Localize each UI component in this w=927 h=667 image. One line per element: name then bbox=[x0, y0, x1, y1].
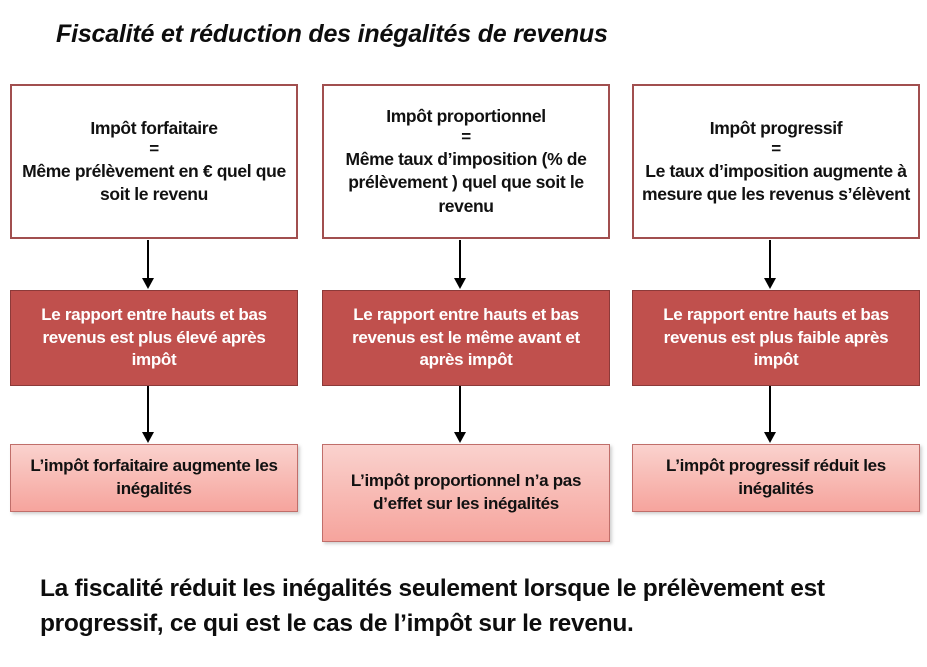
page-title: Fiscalité et réduction des inégalités de… bbox=[56, 20, 608, 48]
definition-equals-proportionnel: = bbox=[461, 127, 471, 147]
arrow-head-icon bbox=[764, 278, 776, 289]
definition-title-progressif: Impôt progressif bbox=[709, 117, 843, 138]
definition-title-proportionnel: Impôt proportionnel bbox=[386, 106, 546, 127]
effect-box-proportionnel: L’impôt proportionnel n’a pas d’effet su… bbox=[322, 444, 610, 542]
arrow-down-result-effect-proportionnel bbox=[452, 386, 468, 444]
definition-box-forfaitaire: Impôt forfaitaire = Même prélèvement en … bbox=[10, 84, 298, 239]
effect-text-progressif: L’impôt progressif réduit les inégalités bbox=[666, 456, 886, 498]
effect-box-forfaitaire: L’impôt forfaitaire augmente les inégali… bbox=[10, 444, 298, 512]
arrow-shaft bbox=[459, 386, 461, 433]
arrow-head-icon bbox=[142, 278, 154, 289]
arrow-head-icon bbox=[142, 432, 154, 443]
arrow-shaft bbox=[147, 386, 149, 433]
result-text-forfaitaire: Le rapport entre hauts et bas revenus es… bbox=[41, 304, 267, 370]
effect-text-forfaitaire: L’impôt forfaitaire augmente les inégali… bbox=[30, 456, 278, 498]
arrow-down-result-effect-progressif bbox=[762, 386, 778, 444]
arrow-head-icon bbox=[454, 278, 466, 289]
arrow-down-forfaitaire-result bbox=[140, 240, 156, 290]
definition-body-progressif: Le taux d’imposition augmente à mesure q… bbox=[642, 160, 910, 204]
result-box-progressif: Le rapport entre hauts et bas revenus es… bbox=[632, 290, 920, 386]
arrow-down-result-effect-forfaitaire bbox=[140, 386, 156, 444]
definition-equals-forfaitaire: = bbox=[149, 139, 159, 159]
result-box-forfaitaire: Le rapport entre hauts et bas revenus es… bbox=[10, 290, 298, 386]
arrow-shaft bbox=[769, 240, 771, 279]
conclusion-text: La fiscalité réduit les inégalités seule… bbox=[40, 575, 825, 637]
arrow-shaft bbox=[459, 240, 461, 279]
definition-box-proportionnel: Impôt proportionnel = Même taux d’imposi… bbox=[322, 84, 610, 239]
definition-box-progressif: Impôt progressif = Le taux d’imposition … bbox=[632, 84, 920, 239]
effect-box-progressif: L’impôt progressif réduit les inégalités bbox=[632, 444, 920, 512]
definition-equals-progressif: = bbox=[771, 139, 781, 159]
arrow-head-icon bbox=[764, 432, 776, 443]
arrow-down-progressif-result bbox=[762, 240, 778, 290]
result-box-proportionnel: Le rapport entre hauts et bas revenus es… bbox=[322, 290, 610, 386]
definition-title-forfaitaire: Impôt forfaitaire bbox=[90, 117, 218, 138]
arrow-down-proportionnel-result bbox=[452, 240, 468, 290]
effect-text-proportionnel: L’impôt proportionnel n’a pas d’effet su… bbox=[350, 471, 582, 513]
arrow-shaft bbox=[147, 240, 149, 279]
definition-body-forfaitaire: Même prélèvement en € quel que soit le r… bbox=[22, 160, 286, 204]
result-text-progressif: Le rapport entre hauts et bas revenus es… bbox=[663, 304, 889, 370]
arrow-shaft bbox=[769, 386, 771, 433]
definition-body-proportionnel: Même taux d’imposition (% de prélèvement… bbox=[345, 149, 587, 216]
result-text-proportionnel: Le rapport entre hauts et bas revenus es… bbox=[352, 304, 580, 370]
arrow-head-icon bbox=[454, 432, 466, 443]
